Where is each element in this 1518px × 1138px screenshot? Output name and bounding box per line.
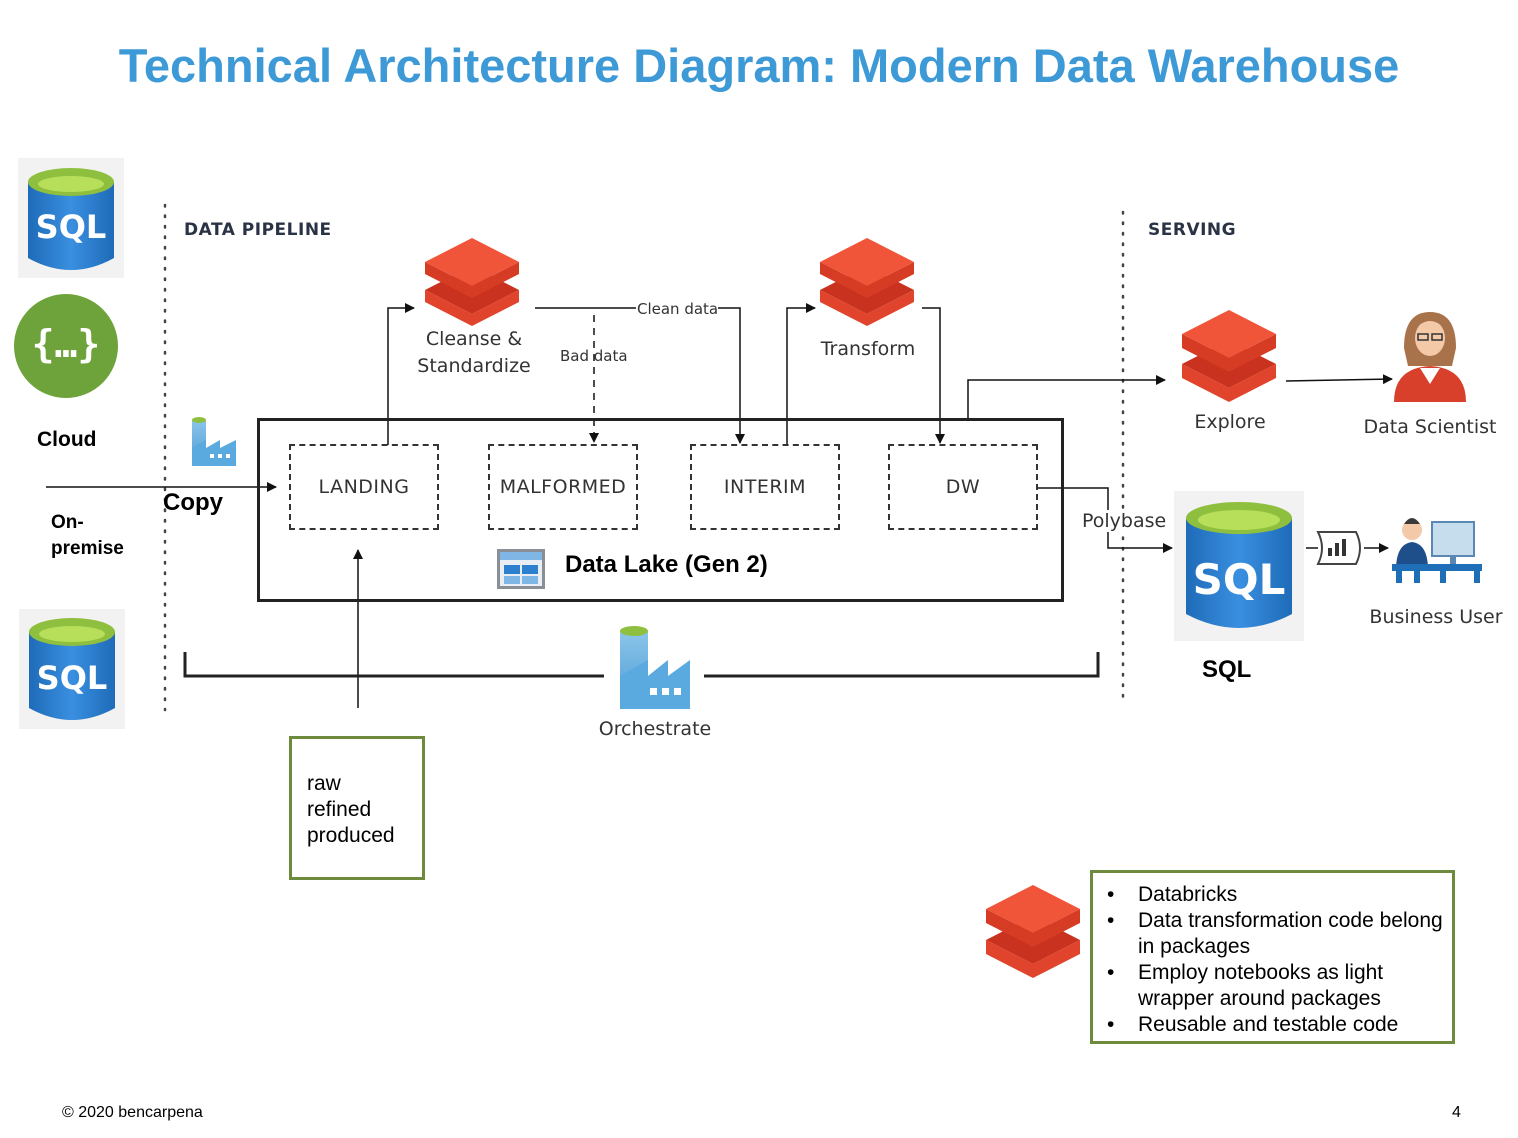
- cloud-label: Cloud: [37, 428, 97, 451]
- data-lake-container: [257, 418, 1064, 602]
- layer-refined: refined: [307, 798, 372, 821]
- orchestrate-bracket-right: [704, 652, 1100, 678]
- data-scientist-icon: [1394, 312, 1466, 402]
- transform-to-dw-arrow: [922, 307, 945, 444]
- sql-serving-icon: [1174, 491, 1304, 641]
- layer-raw: raw: [307, 772, 341, 795]
- orchestrate-bracket-left: [183, 652, 604, 678]
- data-factory-small-icon: [192, 417, 236, 466]
- business-user-icon: [1392, 518, 1482, 583]
- zone-malformed: MALFORMED: [488, 444, 638, 530]
- databricks-explore-icon: [1182, 310, 1276, 402]
- sql-onprem-icon: [19, 609, 125, 729]
- cleanse-label-line1: Cleanse &: [425, 328, 523, 350]
- page-number: 4: [1452, 1104, 1461, 1121]
- copyright: © 2020 bencarpena: [62, 1104, 203, 1121]
- sql-cloud-icon: [18, 158, 124, 278]
- data-scientist-label: Data Scientist: [1363, 416, 1497, 438]
- data-factory-icon: [620, 626, 690, 709]
- orchestrate-label: Orchestrate: [598, 718, 712, 740]
- page-title: Technical Architecture Diagram: Modern D…: [118, 39, 1400, 92]
- power-bi-icon: [1306, 531, 1389, 565]
- api-icon: [14, 294, 118, 398]
- copy-label: Copy: [163, 489, 223, 516]
- databricks-transform-icon: [820, 238, 914, 326]
- clean-data-arrow: [718, 307, 745, 444]
- databricks-note-item: Databricks: [1093, 882, 1448, 908]
- layers-note-box: raw refined produced: [289, 736, 425, 880]
- databricks-note-icon: [986, 885, 1080, 978]
- sql-serving-text: SQL: [1192, 555, 1286, 604]
- databricks-note-box: Databricks Data transformation code belo…: [1090, 870, 1455, 1044]
- zone-landing: LANDING: [289, 444, 439, 530]
- serving-header: SERVING: [1148, 220, 1237, 240]
- zone-interim: INTERIM: [690, 444, 840, 530]
- landing-to-cleanse-arrow: [387, 303, 415, 445]
- clean-data-label: Clean data: [637, 300, 719, 318]
- sql-onprem-text: SQL: [36, 659, 108, 697]
- cleanse-label-line2: Standardize: [417, 355, 531, 377]
- business-user-label: Business User: [1369, 606, 1503, 628]
- transform-label: Transform: [820, 338, 916, 360]
- explore-to-scientist-arrow: [1285, 374, 1393, 385]
- data-lake-label: Data Lake (Gen 2): [565, 551, 768, 578]
- api-icon-text: {…}: [31, 322, 101, 366]
- polybase-label: Polybase: [1082, 510, 1167, 532]
- explore-label: Explore: [1194, 411, 1266, 433]
- data-pipeline-header: DATA PIPELINE: [184, 220, 332, 240]
- interim-to-transform-arrow: [786, 303, 816, 445]
- bad-data-label: Bad data: [560, 347, 628, 365]
- databricks-note-item: Reusable and testable code: [1093, 1012, 1448, 1038]
- sql-serving-caption: SQL: [1202, 656, 1252, 683]
- data-lake-icon: [497, 549, 545, 589]
- dw-to-explore-arrow: [967, 375, 1166, 418]
- onprem-label: On- premise: [51, 512, 124, 559]
- databricks-note-item: Employ notebooks as light wrapper around…: [1093, 960, 1448, 1012]
- sql-cloud-text: SQL: [35, 208, 107, 246]
- databricks-cleanse-icon: [425, 238, 519, 326]
- zone-dw: DW: [888, 444, 1038, 530]
- databricks-note-item: Data transformation code belong in packa…: [1093, 908, 1448, 960]
- layer-produced: produced: [307, 824, 395, 847]
